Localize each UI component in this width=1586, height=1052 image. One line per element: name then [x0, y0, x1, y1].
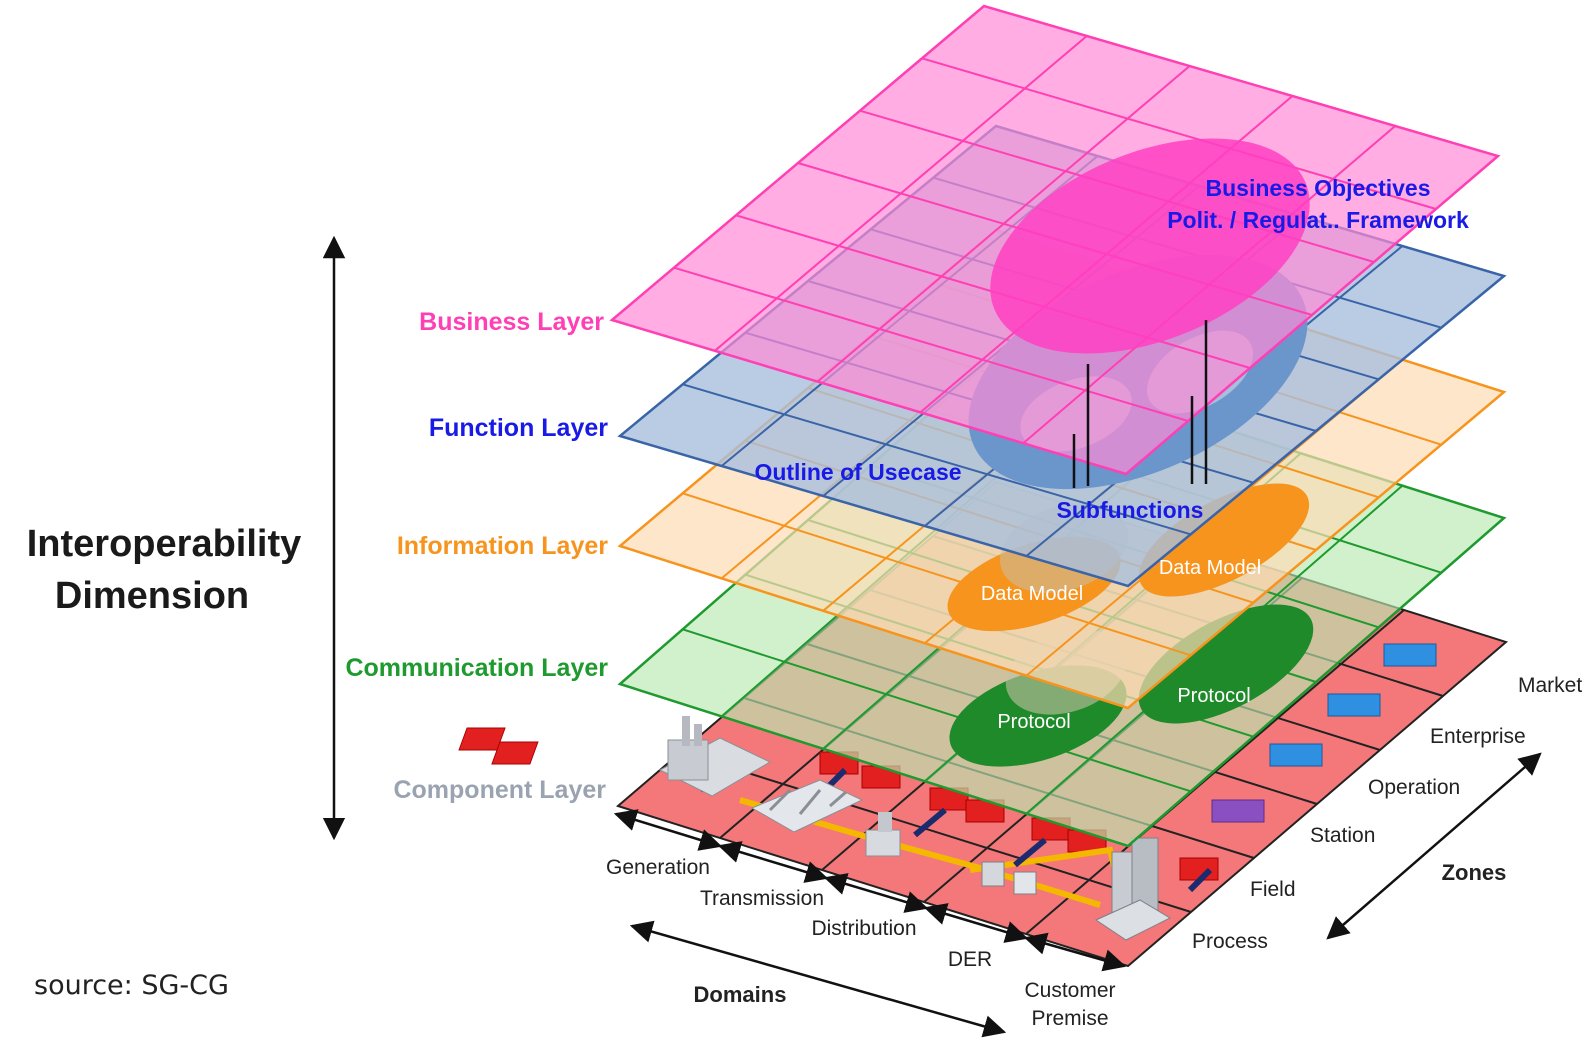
protocol-left-label: Protocol: [997, 711, 1070, 733]
zone-market: Market: [1518, 674, 1582, 697]
domain-der: DER: [948, 948, 992, 971]
substation-icon: [750, 779, 864, 833]
grid-line: [682, 383, 1191, 536]
domain-distribution: Distribution: [811, 917, 916, 940]
zone-operation: Operation: [1368, 776, 1460, 799]
grid-line: [682, 492, 1191, 657]
communication-layer-label: Communication Layer: [345, 654, 608, 682]
information-layer-label: Information Layer: [397, 532, 608, 560]
function-layer-label: Function Layer: [429, 414, 608, 442]
business-layer: [609, 4, 1501, 476]
power-plant-icon: [658, 716, 772, 797]
business-objectives-line2: Polit. / Regulat.. Framework: [1167, 207, 1469, 233]
zone-station: Station: [1310, 824, 1375, 847]
protocol-right-label: Protocol: [1177, 685, 1250, 707]
outline-usecase-label: Outline of Usecase: [754, 459, 961, 485]
domain-customer: Customer: [1024, 979, 1115, 1002]
der-icon: [981, 861, 1037, 895]
grid-line: [673, 266, 1189, 422]
subfunctions-label: Subfunctions: [1057, 497, 1204, 523]
grid-line: [680, 751, 1192, 913]
component-layer-label: Component Layer: [393, 776, 606, 804]
domain-generation: Generation: [606, 856, 710, 879]
component-devices: [458, 643, 1437, 881]
source-note: source: SG-CG: [34, 970, 229, 1001]
zones-axis-arrow: [1326, 752, 1542, 940]
transformer-icon: [865, 812, 901, 857]
zone-process: Process: [1192, 930, 1268, 953]
business-layer-label: Business Layer: [419, 308, 604, 336]
dimension-title-line2: Dimension: [55, 575, 249, 617]
dimension-title-line1: Interoperability: [27, 523, 302, 565]
zone-field: Field: [1250, 878, 1296, 901]
data-model-left-label: Data Model: [981, 583, 1083, 605]
zones-title: Zones: [1442, 860, 1507, 885]
business-objectives-line1: Business Objectives: [1206, 175, 1431, 201]
domain-premise: Premise: [1031, 1007, 1108, 1030]
data-model-right-label: Data Model: [1159, 557, 1261, 579]
grid-line: [682, 628, 1191, 793]
domain-transmission: Transmission: [700, 887, 824, 910]
subfunction-links: [1072, 320, 1208, 488]
domain-arrows: [613, 809, 1127, 1038]
zone-enterprise: Enterprise: [1430, 725, 1526, 748]
domains-title: Domains: [694, 982, 787, 1007]
grid-line: [921, 57, 1437, 210]
